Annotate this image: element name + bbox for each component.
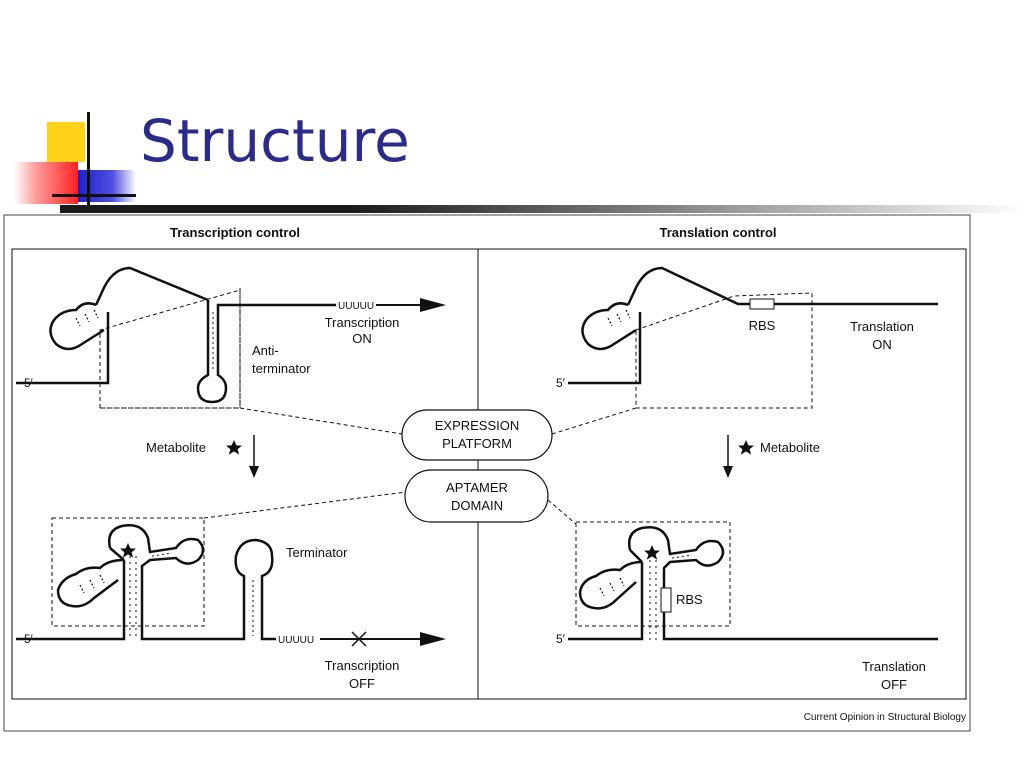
aptamer-domain-label-2: DOMAIN bbox=[451, 498, 503, 513]
translation-on-label-2: ON bbox=[872, 337, 892, 352]
transcription-on-label-1: Transcription bbox=[325, 315, 400, 330]
terminator-label: Terminator bbox=[286, 545, 348, 560]
transcription-on-structure bbox=[16, 266, 446, 409]
connector-lines bbox=[203, 407, 637, 525]
translation-off-label-1: Translation bbox=[862, 659, 926, 674]
decor-horizontal-line bbox=[52, 194, 136, 197]
metabolite-label-right: Metabolite bbox=[760, 440, 820, 455]
decor-yellow-square bbox=[47, 122, 85, 162]
decor-vertical-line bbox=[87, 112, 90, 212]
rbs-label-top: RBS bbox=[749, 318, 776, 333]
anti-terminator-label-2: terminator bbox=[252, 361, 311, 376]
translation-on-label-1: Translation bbox=[850, 319, 914, 334]
heading-translation-control: Translation control bbox=[659, 225, 776, 240]
translation-off-label-2: OFF bbox=[881, 677, 907, 692]
panel-frame bbox=[11, 248, 967, 700]
transcription-off-label-2: OFF bbox=[349, 676, 375, 691]
expression-platform-label-2: PLATFORM bbox=[442, 436, 512, 451]
riboswitch-diagram: Transcription control Translation contro… bbox=[3, 214, 971, 732]
anti-terminator-label-1: Anti- bbox=[252, 343, 279, 358]
metabolite-label-left: Metabolite bbox=[146, 440, 206, 455]
decor-red-square bbox=[14, 162, 78, 204]
expression-platform-pill bbox=[401, 409, 553, 461]
uuuuu-label-bottom: UUUUU bbox=[278, 635, 314, 646]
uuuuu-label-top: UUUUU bbox=[338, 301, 374, 312]
metabolite-star-right bbox=[738, 440, 754, 455]
five-prime-label-1: 5′ bbox=[24, 376, 34, 390]
metabolite-right bbox=[723, 435, 733, 478]
bound-metabolite-star-left bbox=[120, 543, 136, 558]
title-divider bbox=[60, 205, 1024, 213]
aptamer-domain-label-1: APTAMER bbox=[446, 480, 508, 495]
expression-platform-label-1: EXPRESSION bbox=[435, 418, 520, 433]
five-prime-label-3: 5′ bbox=[24, 632, 34, 646]
metabolite-left bbox=[249, 435, 259, 478]
translation-off-structure bbox=[568, 521, 938, 641]
heading-transcription-control: Transcription control bbox=[170, 225, 300, 240]
metabolite-star-left bbox=[226, 440, 242, 455]
five-prime-label-2: 5′ bbox=[556, 376, 566, 390]
transcription-on-label-2: ON bbox=[352, 331, 372, 346]
slide-title: Structure bbox=[140, 107, 410, 175]
rbs-label-bottom: RBS bbox=[676, 592, 703, 607]
bound-metabolite-star-right bbox=[644, 545, 660, 560]
credit-label: Current Opinion in Structural Biology bbox=[804, 712, 966, 723]
transcription-off-label-1: Transcription bbox=[325, 658, 400, 673]
transcription-off-structure bbox=[16, 517, 446, 647]
five-prime-label-4: 5′ bbox=[556, 632, 566, 646]
aptamer-domain-pill bbox=[404, 469, 549, 523]
translation-on-structure bbox=[568, 266, 938, 409]
